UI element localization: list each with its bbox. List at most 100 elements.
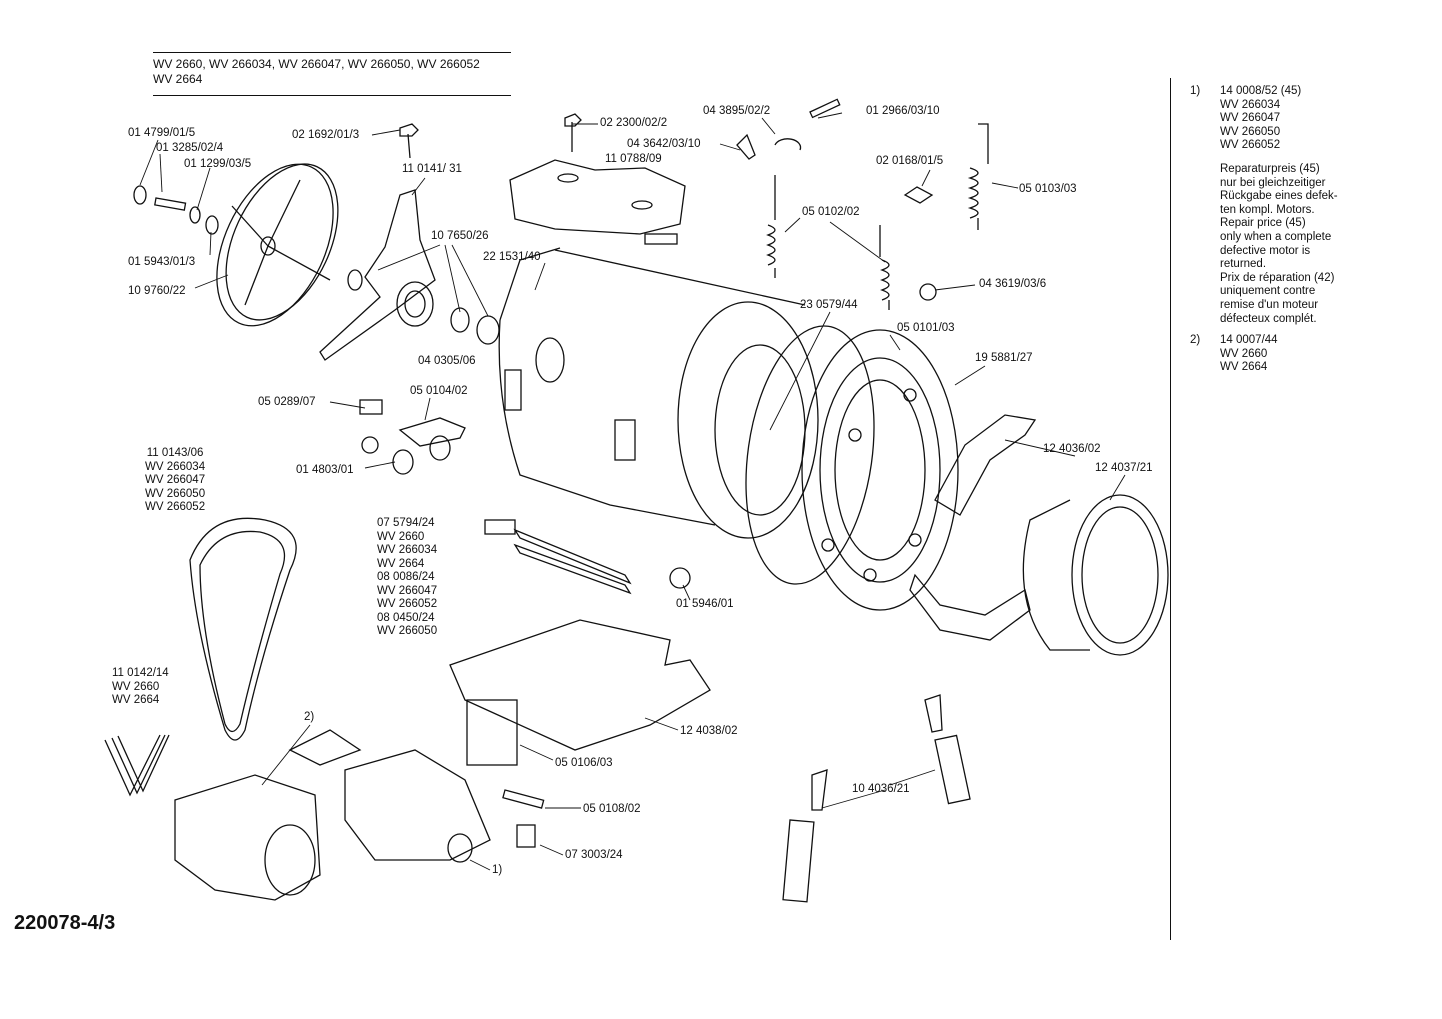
front-counterweights xyxy=(909,414,1037,641)
part-label: 11 0788/09 xyxy=(605,153,662,165)
part-label: 01 2966/03/10 xyxy=(866,105,940,117)
part-label: 05 0101/03 xyxy=(897,322,955,334)
belt2-line: WV 2660 xyxy=(112,680,160,693)
model-header: WV 2660, WV 266034, WV 266047, WV 266050… xyxy=(153,52,511,96)
part-label: 11 0141/ 31 xyxy=(402,163,462,175)
note-1-text: only when a complete xyxy=(1220,230,1332,243)
belt-line: 11 0143/06 xyxy=(146,447,204,459)
note-1: 1) 14 0008/52 (45) WV 266034 WV 266047 W… xyxy=(1190,85,1430,326)
part-label: 04 3642/03/10 xyxy=(627,138,701,150)
leader-lines xyxy=(139,112,1126,871)
heater-line: 08 0450/24 xyxy=(377,611,435,624)
part-label: 05 0289/07 xyxy=(258,396,316,408)
model-line-1: WV 2660, WV 266034, WV 266047, WV 266050… xyxy=(153,57,480,71)
part-label: 05 0103/03 xyxy=(1019,183,1077,195)
part-label: 04 3895/02/2 xyxy=(703,105,771,117)
belt-line: WV 266052 xyxy=(145,501,206,513)
part-label: 12 4038/02 xyxy=(680,725,738,737)
note-1-text: defective motor is xyxy=(1220,244,1311,257)
outer-tub xyxy=(498,247,819,539)
drive-pulley xyxy=(216,163,339,327)
note-1-text: Rückgabe eines defek- xyxy=(1220,190,1338,203)
note-2-line: WV 2664 xyxy=(1220,361,1268,374)
note-1-line: WV 266052 xyxy=(1220,139,1281,152)
tub-seal-ring xyxy=(745,325,875,585)
part-label: 02 2300/02/2 xyxy=(600,117,668,129)
note-1-line: 14 0008/52 (45) xyxy=(1220,85,1302,97)
note-1-text: Prix de réparation (42) xyxy=(1220,271,1335,284)
note-1-text: ten kompl. Motors. xyxy=(1220,203,1315,216)
part-label: 10 4036/21 xyxy=(852,783,910,795)
note-1-line: WV 266047 xyxy=(1220,112,1281,125)
note-1-text: Reparaturpreis (45) xyxy=(1220,162,1320,175)
part-label: 01 5946/01 xyxy=(676,598,734,610)
belt-label-block: 11 0143/06 WV 266034 WV 266047 WV 266050… xyxy=(145,447,205,515)
notes-divider xyxy=(1170,78,1171,940)
belt2-line: WV 2664 xyxy=(112,694,160,706)
heater-line: WV 266052 xyxy=(377,598,438,610)
note-1-text: défecteux complét. xyxy=(1220,312,1317,325)
belt2-label-block: 11 0142/14 WV 2660 WV 2664 xyxy=(112,667,169,708)
part-label: 10 7650/26 xyxy=(431,230,489,242)
part-label: 01 3285/02/4 xyxy=(156,142,224,154)
part-label: 01 4803/01 xyxy=(296,464,354,476)
part-label: 23 0579/44 xyxy=(800,299,858,311)
note-1-text: remise d'un moteur xyxy=(1220,298,1319,311)
part-label: 05 0108/02 xyxy=(583,803,641,815)
heater-line: WV 2660 xyxy=(377,530,425,543)
notes-column: 1) 14 0008/52 (45) WV 266034 WV 266047 W… xyxy=(1190,85,1430,383)
note-1-line: WV 266034 xyxy=(1220,98,1281,111)
note-1-text: nur bei gleichzeitiger xyxy=(1220,176,1326,189)
callout-marker: 2) xyxy=(304,711,315,723)
note-2: 2) 14 0007/44 WV 2660 WV 2664 xyxy=(1190,334,1430,375)
heater-line: WV 266047 xyxy=(377,584,438,597)
note-2-line: 14 0007/44 xyxy=(1220,334,1278,347)
springs xyxy=(736,98,989,310)
note-1-index: 1) xyxy=(1190,85,1201,97)
part-label: 01 1299/03/5 xyxy=(184,158,252,170)
drive-belt xyxy=(104,517,297,797)
heater-line: 08 0086/24 xyxy=(377,571,435,583)
note-1-text: uniquement contre xyxy=(1220,285,1316,298)
part-label: 12 4037/21 xyxy=(1095,462,1153,474)
part-label: 05 0102/02 xyxy=(802,206,860,218)
heater-label-block: 07 5794/24 WV 2660 WV 266034 WV 2664 08 … xyxy=(377,517,437,639)
belt-line: WV 266034 xyxy=(145,460,206,473)
bearing-bracket xyxy=(319,189,500,361)
part-label: 04 3619/03/6 xyxy=(979,278,1047,290)
belt-line: WV 266047 xyxy=(145,474,206,486)
part-label: 19 5881/27 xyxy=(975,352,1033,364)
document-number: 220078-4/3 xyxy=(14,912,116,934)
heater-line: WV 266034 xyxy=(377,544,438,556)
tub-front-cover xyxy=(801,329,959,611)
model-line-2: WV 2664 xyxy=(153,72,203,86)
part-label: 07 3003/24 xyxy=(565,849,623,861)
note-1-text: returned. xyxy=(1220,258,1267,271)
callout-marker: 1) xyxy=(492,864,503,876)
part-label: 05 0106/03 xyxy=(555,757,613,769)
note-2-index: 2) xyxy=(1190,334,1201,347)
part-label: 12 4036/02 xyxy=(1043,443,1101,455)
counterweight-top xyxy=(509,159,686,245)
door-bellows xyxy=(1022,494,1169,656)
belt2-line: 11 0142/14 xyxy=(112,667,169,679)
part-label: 01 5943/01/3 xyxy=(128,256,196,268)
part-label: 22 1531/40 xyxy=(483,251,541,263)
note-1-line: WV 266050 xyxy=(1220,125,1281,138)
drive-motors xyxy=(174,729,545,901)
part-label: 05 0104/02 xyxy=(410,385,468,397)
fasteners-left xyxy=(133,113,582,235)
part-label: 01 4799/01/5 xyxy=(128,127,196,139)
heater-line: WV 2664 xyxy=(377,557,425,570)
belt-line: WV 266050 xyxy=(145,487,206,500)
part-label: 10 9760/22 xyxy=(128,285,186,297)
base-plate xyxy=(449,619,711,766)
note-1-text: Repair price (45) xyxy=(1220,217,1306,230)
part-label: 02 1692/01/3 xyxy=(292,129,360,141)
part-label: 04 0305/06 xyxy=(418,355,476,367)
heater-line: 07 5794/24 xyxy=(377,517,435,529)
note-2-line: WV 2660 xyxy=(1220,347,1268,360)
part-label: 02 0168/01/5 xyxy=(876,155,944,167)
heater-line: WV 266050 xyxy=(377,625,438,637)
